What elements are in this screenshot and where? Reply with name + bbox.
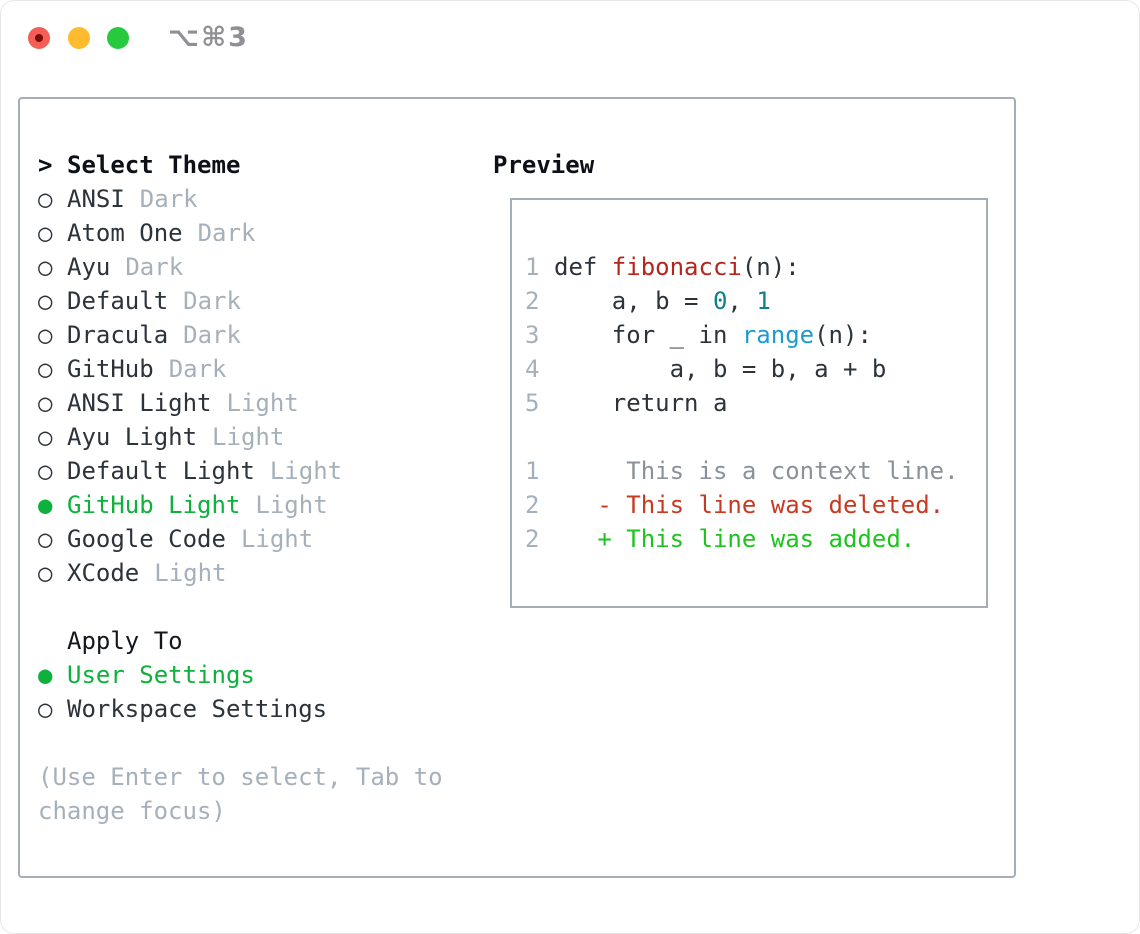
line-number: 3 (525, 321, 540, 349)
variant-badge: Dark (125, 253, 184, 281)
theme-label: GitHub Light (67, 491, 241, 519)
radio-icon: ○ (38, 185, 53, 213)
title-bar: ⌥⌘3 (0, 0, 1140, 76)
theme-option-ansi-light[interactable]: ○ ANSI Light Light (38, 386, 443, 420)
theme-option-dracula-dark[interactable]: ○ Dracula Dark (38, 318, 443, 352)
blank-line (525, 420, 959, 454)
code-line: 4 a, b = b, a + b (525, 352, 959, 386)
radio-icon: ○ (38, 525, 53, 553)
line-number: 2 (525, 491, 540, 519)
theme-option-google-code[interactable]: ○ Google Code Light (38, 522, 443, 556)
theme-label: ANSI Light (67, 389, 212, 417)
radio-icon: ○ (38, 695, 53, 723)
code-line: 2 a, b = 0, 1 (525, 284, 959, 318)
number-literal-token: 1 (756, 287, 771, 315)
keyboard-shortcut-label: ⌥⌘3 (168, 22, 249, 53)
line-number: 4 (525, 355, 540, 383)
builtin-token: range (741, 321, 815, 349)
theme-label: Ayu (67, 253, 111, 281)
select-theme-header: > Select Theme (38, 148, 443, 182)
radio-icon: ○ (38, 355, 53, 383)
number-literal-token: 0 (712, 287, 728, 315)
radio-icon: ○ (38, 219, 53, 247)
theme-label: Default Light (67, 457, 255, 485)
variant-badge: Dark (183, 321, 241, 349)
theme-option-xcode[interactable]: ○ XCode Light (38, 556, 443, 590)
radio-icon: ○ (38, 559, 53, 587)
apply-option-workspace-settings[interactable]: ○ Workspace Settings (38, 692, 443, 726)
code-line: 5 return a (525, 386, 959, 420)
preview-title: Preview (493, 151, 595, 179)
diff-added-line: 2 + This line was added. (525, 522, 959, 556)
theme-label: Default (67, 287, 169, 315)
radio-icon: ○ (38, 389, 53, 417)
theme-label: XCode (67, 559, 140, 587)
theme-option-ansi-dark[interactable]: ○ ANSI Dark (38, 182, 443, 216)
diff-deleted-line: 2 - This line was deleted. (525, 488, 959, 522)
theme-option-ayu-light[interactable]: ○ Ayu Light Light (38, 420, 443, 454)
line-number: 2 (525, 287, 540, 315)
code-line: 3 for _ in range(n): (525, 318, 959, 352)
theme-label: ANSI (67, 185, 125, 213)
variant-badge: Light (226, 389, 299, 417)
apply-to-header: Apply To (67, 627, 183, 655)
keyboard-hint-line2: change focus) (38, 797, 226, 825)
line-number: 5 (525, 389, 540, 417)
theme-label: Google Code (67, 525, 226, 553)
theme-option-ayu-dark[interactable]: ○ Ayu Dark (38, 250, 443, 284)
theme-label: GitHub (67, 355, 154, 383)
theme-option-github-dark[interactable]: ○ GitHub Dark (38, 352, 443, 386)
close-button[interactable] (28, 27, 50, 49)
theme-option-atom-one-dark[interactable]: ○ Atom One Dark (38, 216, 443, 250)
minimize-button[interactable] (68, 27, 90, 49)
radio-icon: ○ (38, 253, 53, 281)
variant-badge: Light (240, 525, 314, 553)
variant-badge: Light (212, 423, 285, 451)
theme-option-default-dark[interactable]: ○ Default Dark (38, 284, 443, 318)
variant-badge: Dark (168, 355, 227, 383)
theme-label: Ayu Light (67, 423, 198, 451)
apply-option-label: Workspace Settings (67, 695, 328, 723)
spacer (38, 590, 443, 624)
apply-option-label: User Settings (67, 661, 255, 689)
cursor-arrow-icon: > (38, 151, 53, 179)
line-number: 1 (525, 457, 540, 485)
spacer (38, 726, 443, 760)
apply-option-user-settings[interactable]: ● User Settings (38, 658, 443, 692)
radio-selected-icon: ● (38, 491, 53, 519)
radio-icon: ○ (38, 423, 53, 451)
select-theme-title: Select Theme (67, 151, 241, 179)
theme-option-github-light[interactable]: ● GitHub Light Light (38, 488, 443, 522)
variant-badge: Light (255, 491, 328, 519)
line-number: 1 (525, 253, 540, 281)
variant-badge: Dark (139, 185, 198, 213)
theme-label: Atom One (67, 219, 183, 247)
variant-badge: Dark (197, 219, 256, 247)
theme-option-default-light[interactable]: ○ Default Light Light (38, 454, 443, 488)
keyboard-hint-line1: (Use Enter to select, Tab to (38, 763, 443, 791)
variant-badge: Dark (183, 287, 241, 315)
radio-icon: ○ (38, 457, 53, 485)
zoom-button[interactable] (107, 27, 129, 49)
diff-context-line: 1 This is a context line. (525, 454, 959, 488)
radio-selected-icon: ● (38, 661, 53, 689)
variant-badge: Light (269, 457, 343, 485)
line-number: 2 (525, 525, 540, 553)
function-name-token: fibonacci (611, 253, 742, 281)
variant-badge: Light (154, 559, 227, 587)
theme-label: Dracula (67, 321, 169, 349)
radio-icon: ○ (38, 287, 53, 315)
radio-icon: ○ (38, 321, 53, 349)
